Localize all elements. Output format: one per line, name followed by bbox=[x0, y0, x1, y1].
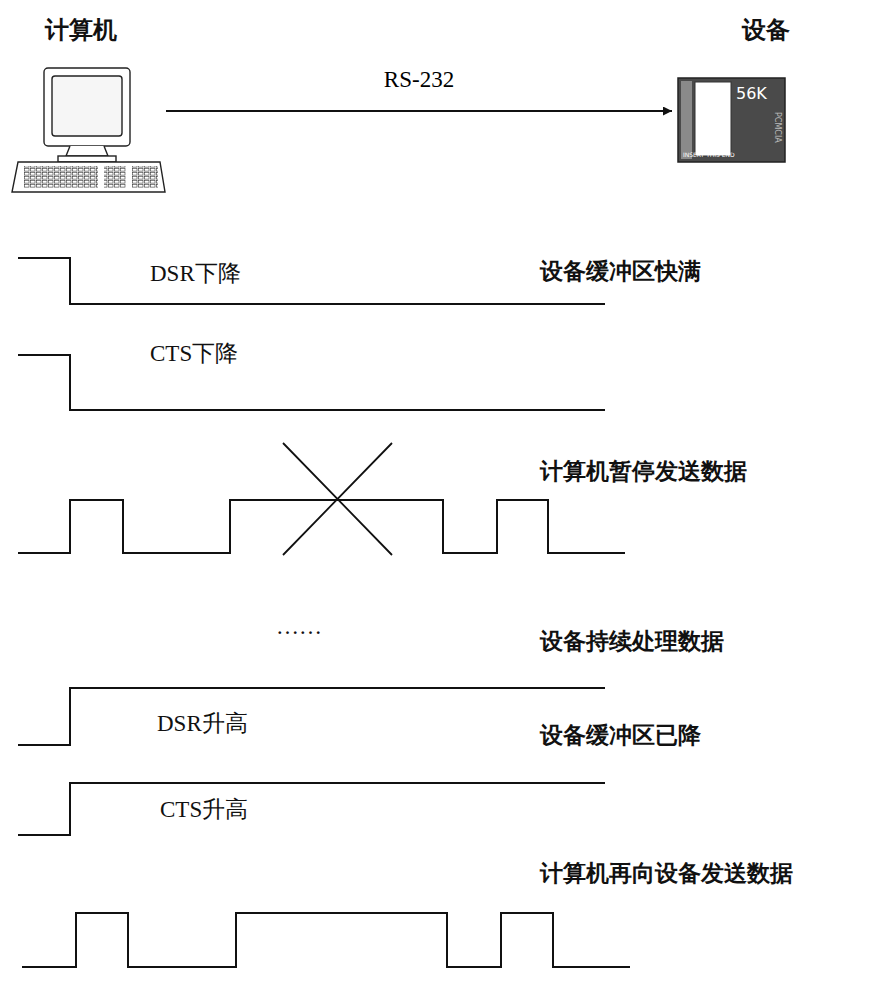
note-text: 计算机再向设备发送数据 bbox=[540, 858, 793, 889]
node-heading: 设备 bbox=[742, 14, 790, 46]
node-heading: 计算机 bbox=[45, 14, 117, 46]
computer-node: 计算机 bbox=[8, 14, 166, 194]
pcmcia-card bbox=[678, 78, 785, 162]
signal-name: CTS下降 bbox=[150, 338, 238, 369]
signal-name: DSR下降 bbox=[150, 258, 241, 289]
signal-name: CTS升高 bbox=[160, 794, 248, 825]
signal-name: DSR升高 bbox=[157, 708, 248, 739]
note-text: 设备持续处理数据 bbox=[540, 626, 724, 657]
ellipsis: …… bbox=[276, 614, 322, 640]
card-text: INSERT THIS END bbox=[683, 151, 735, 158]
card-text: PCMCIA bbox=[773, 112, 782, 143]
note-text: 设备缓冲区已降 bbox=[540, 720, 701, 751]
computer-icon bbox=[12, 68, 165, 192]
note-text: 计算机暂停发送数据 bbox=[540, 456, 747, 487]
connector-arrow bbox=[166, 110, 672, 112]
edge-label: RS-232 bbox=[381, 67, 457, 93]
note-text: 设备缓冲区快满 bbox=[540, 256, 701, 287]
card-text: 56K bbox=[736, 84, 767, 103]
timing-waveforms bbox=[18, 258, 630, 967]
